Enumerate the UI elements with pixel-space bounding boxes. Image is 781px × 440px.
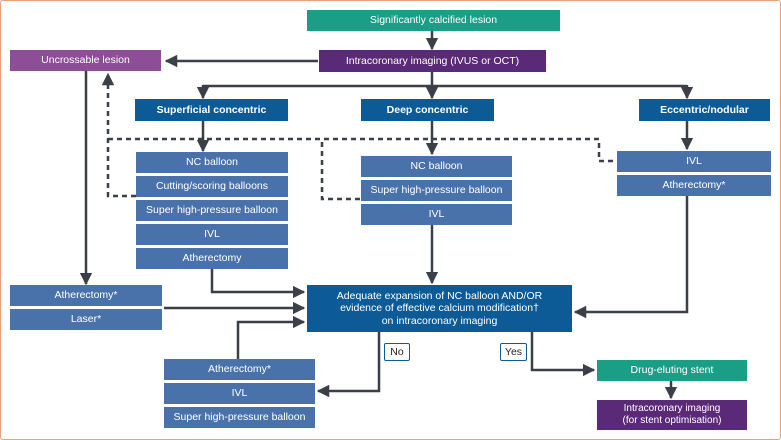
retry-atherectomy: Atherectomy* [164, 359, 315, 380]
adequate-line-2: evidence of effective calcium modificati… [340, 302, 539, 315]
superficial-cutting-scoring: Cutting/scoring balloons [136, 176, 288, 197]
arrow-no-to-retry [316, 332, 381, 398]
superficial-super-high-pressure: Super high-pressure balloon [136, 200, 288, 221]
eccentric-ivl: IVL [617, 151, 771, 172]
arrow-superficial-to-adequate [210, 268, 306, 299]
arrow-imaging-to-categories [203, 72, 687, 88]
drug-eluting-stent-box: Drug-eluting stent [597, 360, 747, 381]
deep-ivl: IVL [361, 204, 512, 225]
final-imaging-box: Intracoronary imaging (for stent optimis… [597, 400, 747, 430]
uncrossable-atherectomy: Atherectomy* [10, 285, 162, 306]
arrow-eccentric-to-adequate [573, 196, 689, 319]
deep-nc-balloon: NC balloon [361, 156, 512, 177]
final-imaging-line-1: Intracoronary imaging [623, 403, 721, 414]
yes-label: Yes [500, 343, 527, 361]
adequate-line-1: Adequate expansion of NC balloon AND/OR [336, 289, 543, 302]
adequate-line-3: on intracoronary imaging [381, 314, 498, 327]
superficial-nc-balloon: NC balloon [136, 152, 288, 173]
intracoronary-imaging-box: Intracoronary imaging (IVUS or OCT) [319, 50, 546, 72]
no-label: No [384, 343, 410, 361]
arrow-retry-to-adequate [236, 315, 306, 360]
superficial-ivl: IVL [136, 224, 288, 245]
retry-super-high-pressure: Super high-pressure balloon [164, 407, 315, 428]
dashed-superficial-to-uncrossable [101, 72, 136, 198]
superficial-concentric-box: Superficial concentric [135, 99, 288, 121]
deep-concentric-box: Deep concentric [361, 99, 494, 121]
eccentric-atherectomy: Atherectomy* [617, 175, 771, 196]
adequate-expansion-box: Adequate expansion of NC balloon AND/OR … [307, 285, 572, 332]
calcified-lesion-box: Significantly calcified lesion [307, 10, 560, 31]
uncrossable-lesion-box: Uncrossable lesion [10, 50, 161, 71]
final-imaging-line-2: (for stent optimisation) [622, 415, 722, 426]
dashed-shared-route [108, 137, 616, 163]
eccentric-nodular-box: Eccentric/nodular [639, 99, 770, 121]
superficial-atherectomy: Atherectomy [136, 248, 288, 269]
retry-ivl: IVL [164, 383, 315, 404]
arrow-yes-to-stent [530, 332, 596, 377]
uncrossable-laser: Laser* [10, 309, 162, 330]
dashed-deep-to-route [320, 139, 360, 201]
deep-super-high-pressure: Super high-pressure balloon [361, 180, 512, 201]
